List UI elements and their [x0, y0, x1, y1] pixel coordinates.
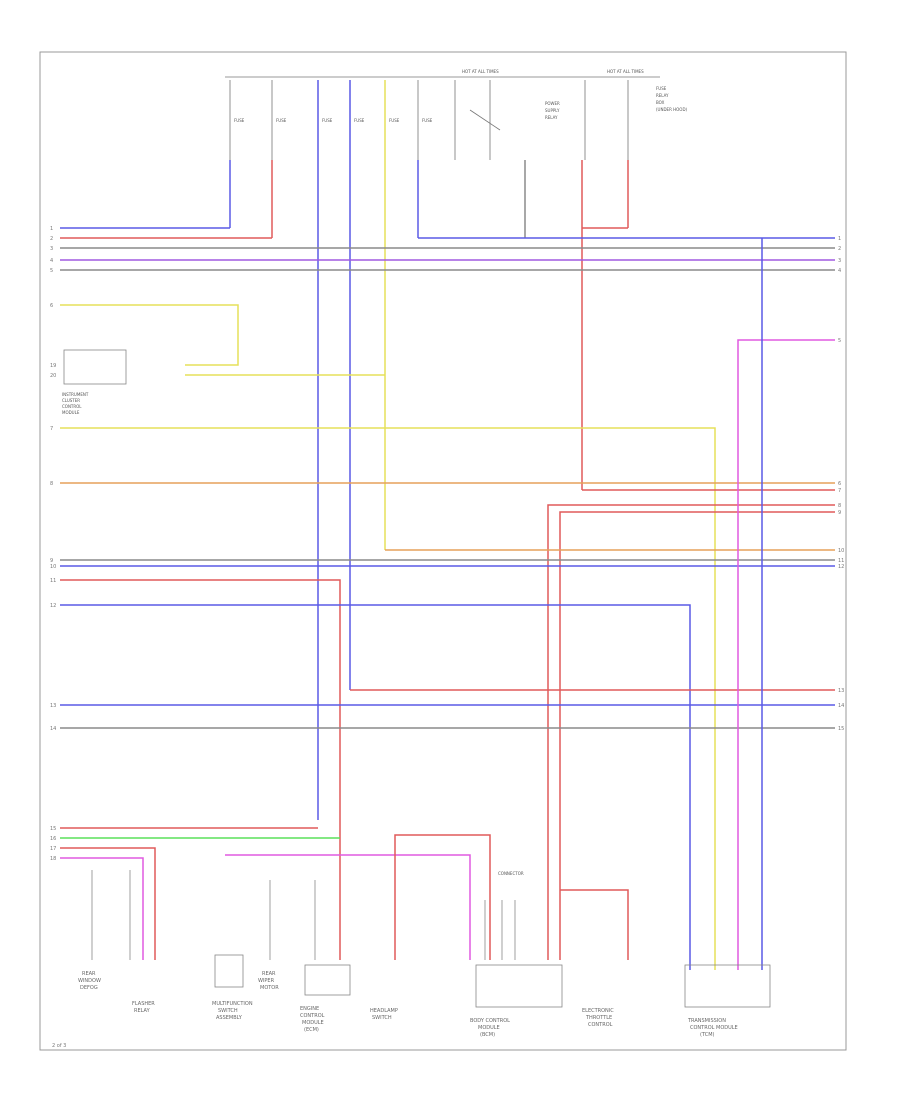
- sheet-number: 2 of 3: [52, 1043, 66, 1049]
- caption-bcm-1: BODY CONTROL: [470, 1018, 510, 1024]
- caption-engine-2: CONTROL: [300, 1013, 325, 1019]
- fuse-box-note-3: BOX: [656, 100, 665, 105]
- caption-flasher-2: RELAY: [134, 1008, 151, 1014]
- right-pin-4: 4: [838, 268, 841, 274]
- right-pin-15: 15: [838, 726, 844, 732]
- left-pin-9: 9: [50, 558, 53, 564]
- tcm-box: [684, 964, 771, 1008]
- left-pin-16: 16: [50, 836, 56, 842]
- left-pin-13: 13: [50, 703, 56, 709]
- fuse-box-note-2: RELAY: [656, 93, 669, 98]
- caption-bcm-2: MODULE: [478, 1025, 500, 1031]
- fuse-label-3: FUSE: [322, 118, 333, 123]
- caption-multifunction-2: SWITCH: [218, 1008, 238, 1014]
- fuse-label-2: FUSE: [276, 118, 287, 123]
- left-module-caption-1: INSTRUMENT: [62, 392, 89, 397]
- left-pin-8: 8: [50, 481, 53, 487]
- left-pin-1: 1: [50, 226, 53, 232]
- caption-multifunction-3: ASSEMBLY: [216, 1015, 243, 1021]
- connector-caption: CONNECTOR: [498, 871, 524, 876]
- caption-tcm-3: (TCM): [700, 1032, 715, 1038]
- relay-symbol: [454, 80, 629, 160]
- hot-label-1: HOT AT ALL TIMES: [462, 69, 499, 74]
- fuse-label-6: FUSE: [422, 118, 433, 123]
- left-pin-14: 14: [50, 726, 56, 732]
- caption-headlamp-1: HEADLAMP: [370, 1008, 398, 1014]
- caption-throttle-2: THROTTLE: [585, 1015, 612, 1021]
- bottom-captions: REAR WINDOW DEFOG FLASHER RELAY MULTIFUN…: [78, 971, 738, 1038]
- left-module-caption-4: MODULE: [62, 410, 80, 415]
- caption-engine-4: (ECM): [304, 1027, 319, 1033]
- left-pin-11: 11: [50, 578, 56, 584]
- hot-label-2: HOT AT ALL TIMES: [607, 69, 644, 74]
- bottom-components: [91, 870, 771, 1008]
- relay-note-2: SUPPLY: [545, 108, 560, 113]
- left-pin-12: 12: [50, 603, 56, 609]
- left-pin-2: 2: [50, 236, 53, 242]
- caption-headlamp-2: SWITCH: [372, 1015, 392, 1021]
- left-pin-15: 15: [50, 826, 56, 832]
- left-pin-17: 17: [50, 846, 56, 852]
- relay-note-1: POWER: [545, 101, 560, 106]
- left-module-caption-2: CLUSTER: [62, 398, 80, 403]
- right-pin-6: 6: [838, 481, 841, 487]
- diagram-border: [39, 51, 847, 1051]
- fuse-label-4: FUSE: [354, 118, 365, 123]
- right-pin-3: 3: [838, 258, 841, 264]
- caption-rear-defog-1: REAR: [82, 971, 96, 977]
- relay-note-3: RELAY: [545, 115, 558, 120]
- left-pin-18: 18: [50, 856, 56, 862]
- left-pin-19: 19: [50, 363, 56, 369]
- right-pin-14: 14: [838, 703, 844, 709]
- ecm-box: [475, 964, 563, 1008]
- caption-rear-wiper-1: REAR: [262, 971, 276, 977]
- left-pin-3: 3: [50, 246, 53, 252]
- fuse-box-note-4: (UNDER HOOD): [656, 107, 688, 112]
- right-pin-5: 5: [838, 338, 841, 344]
- fuse-label-5: FUSE: [389, 118, 400, 123]
- right-pin-8: 8: [838, 503, 841, 509]
- caption-rear-wiper-3: MOTOR: [260, 985, 279, 991]
- caption-throttle-3: CONTROL: [588, 1022, 613, 1028]
- right-pin-1: 1: [838, 236, 841, 242]
- switch-assembly-box: [304, 964, 351, 996]
- caption-flasher-1: FLASHER: [132, 1001, 155, 1007]
- fuse-drops: [229, 80, 629, 820]
- caption-multifunction-1: MULTIFUNCTION: [212, 1001, 253, 1007]
- caption-rear-defog-2: WINDOW: [78, 978, 101, 984]
- horizontal-wires: [60, 227, 835, 970]
- right-pin-7: 7: [838, 488, 841, 494]
- caption-bcm-3: (BCM): [480, 1032, 495, 1038]
- right-pin-11: 11: [838, 558, 844, 564]
- caption-throttle-1: ELECTRONIC: [582, 1008, 614, 1014]
- caption-engine-1: ENGINE: [300, 1006, 319, 1012]
- fuse-box-note-1: FUSE: [656, 86, 667, 91]
- caption-rear-wiper-2: WIPER: [258, 978, 275, 984]
- caption-tcm-2: CONTROL MODULE: [690, 1025, 738, 1031]
- caption-tcm-1: TRANSMISSION: [687, 1018, 726, 1024]
- right-pin-10: 10: [838, 548, 844, 554]
- left-pin-10: 10: [50, 564, 56, 570]
- right-pin-13: 13: [838, 688, 844, 694]
- left-pin-20: 20: [50, 373, 56, 379]
- left-module-caption-3: CONTROL: [62, 404, 82, 409]
- left-pin-4: 4: [50, 258, 53, 264]
- right-pin-9: 9: [838, 510, 841, 516]
- instrument-module-box: [63, 349, 127, 385]
- right-pin-2: 2: [838, 246, 841, 252]
- flasher-box: [214, 954, 244, 988]
- caption-rear-defog-3: DEFOG: [80, 985, 98, 991]
- left-pin-5: 5: [50, 268, 53, 274]
- caption-engine-3: MODULE: [302, 1020, 324, 1026]
- right-pin-12: 12: [838, 564, 844, 570]
- left-pin-7: 7: [50, 426, 53, 432]
- fuse-label-1: FUSE: [234, 118, 245, 123]
- left-pin-6: 6: [50, 303, 53, 309]
